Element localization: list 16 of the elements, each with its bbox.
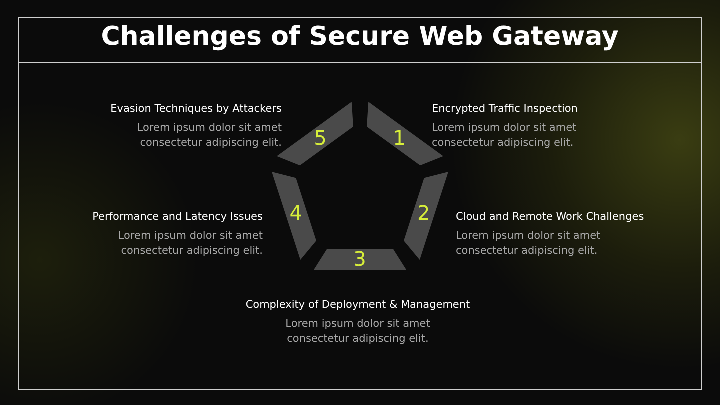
description-text: Lorem ipsum dolor sit amet consectetur adipiscing elit.: [456, 229, 602, 260]
description-text: Lorem ipsum dolor sit amet consectetur adipiscing elit.: [284, 317, 432, 348]
section-heading: Cloud and Remote Work Challenges: [456, 211, 644, 223]
section-heading: Encrypted Traffic Inspection: [432, 103, 578, 115]
step-number: 2: [417, 202, 430, 223]
description-text: Lorem ipsum dolor sit amet consectetur adipiscing elit.: [136, 121, 282, 152]
step-number: 5: [314, 128, 327, 148]
description-text: Lorem ipsum dolor sit amet consectetur adipiscing elit.: [432, 121, 578, 152]
step-number: 4: [290, 202, 302, 223]
step-number: 3: [354, 249, 366, 270]
section-heading: Complexity of Deployment & Management: [246, 299, 470, 311]
title: Challenges of Secure Web Gateway: [101, 22, 619, 52]
section-heading: Evasion Techniques by Attackers: [110, 103, 282, 115]
section-heading: Performance and Latency Issues: [92, 211, 263, 223]
description-text: Lorem ipsum dolor sit amet consectetur adipiscing elit.: [117, 229, 263, 260]
step-number: 1: [393, 128, 406, 148]
